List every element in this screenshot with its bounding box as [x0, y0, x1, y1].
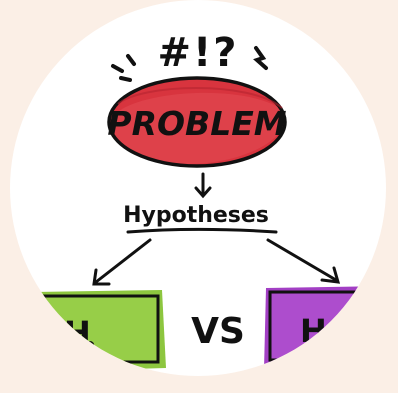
- right-arrow-icon: [266, 238, 341, 284]
- problem-ellipse: [107, 76, 287, 168]
- problem-label: PROBLEM: [107, 104, 286, 143]
- hypotheses-label: Hypotheses: [123, 203, 269, 228]
- null-hypothesis-symbol: H: [64, 314, 91, 352]
- spark-strokes-icon: [111, 46, 268, 82]
- alternative-hypothesis-box: [264, 286, 386, 370]
- left-arrow-icon: [92, 238, 152, 286]
- null-hypothesis-box: [32, 290, 166, 372]
- circle-backdrop: [10, 0, 386, 376]
- hypotheses-underline: [126, 227, 278, 234]
- vs-label: VS: [191, 311, 245, 352]
- down-arrow-icon: [194, 172, 212, 199]
- alternative-hypothesis-symbol: H: [300, 312, 327, 350]
- alternative-hypothesis-subscript: 1: [322, 333, 333, 352]
- exclamation-text: #!?: [158, 30, 239, 76]
- null-hypothesis-subscript: o: [84, 335, 95, 354]
